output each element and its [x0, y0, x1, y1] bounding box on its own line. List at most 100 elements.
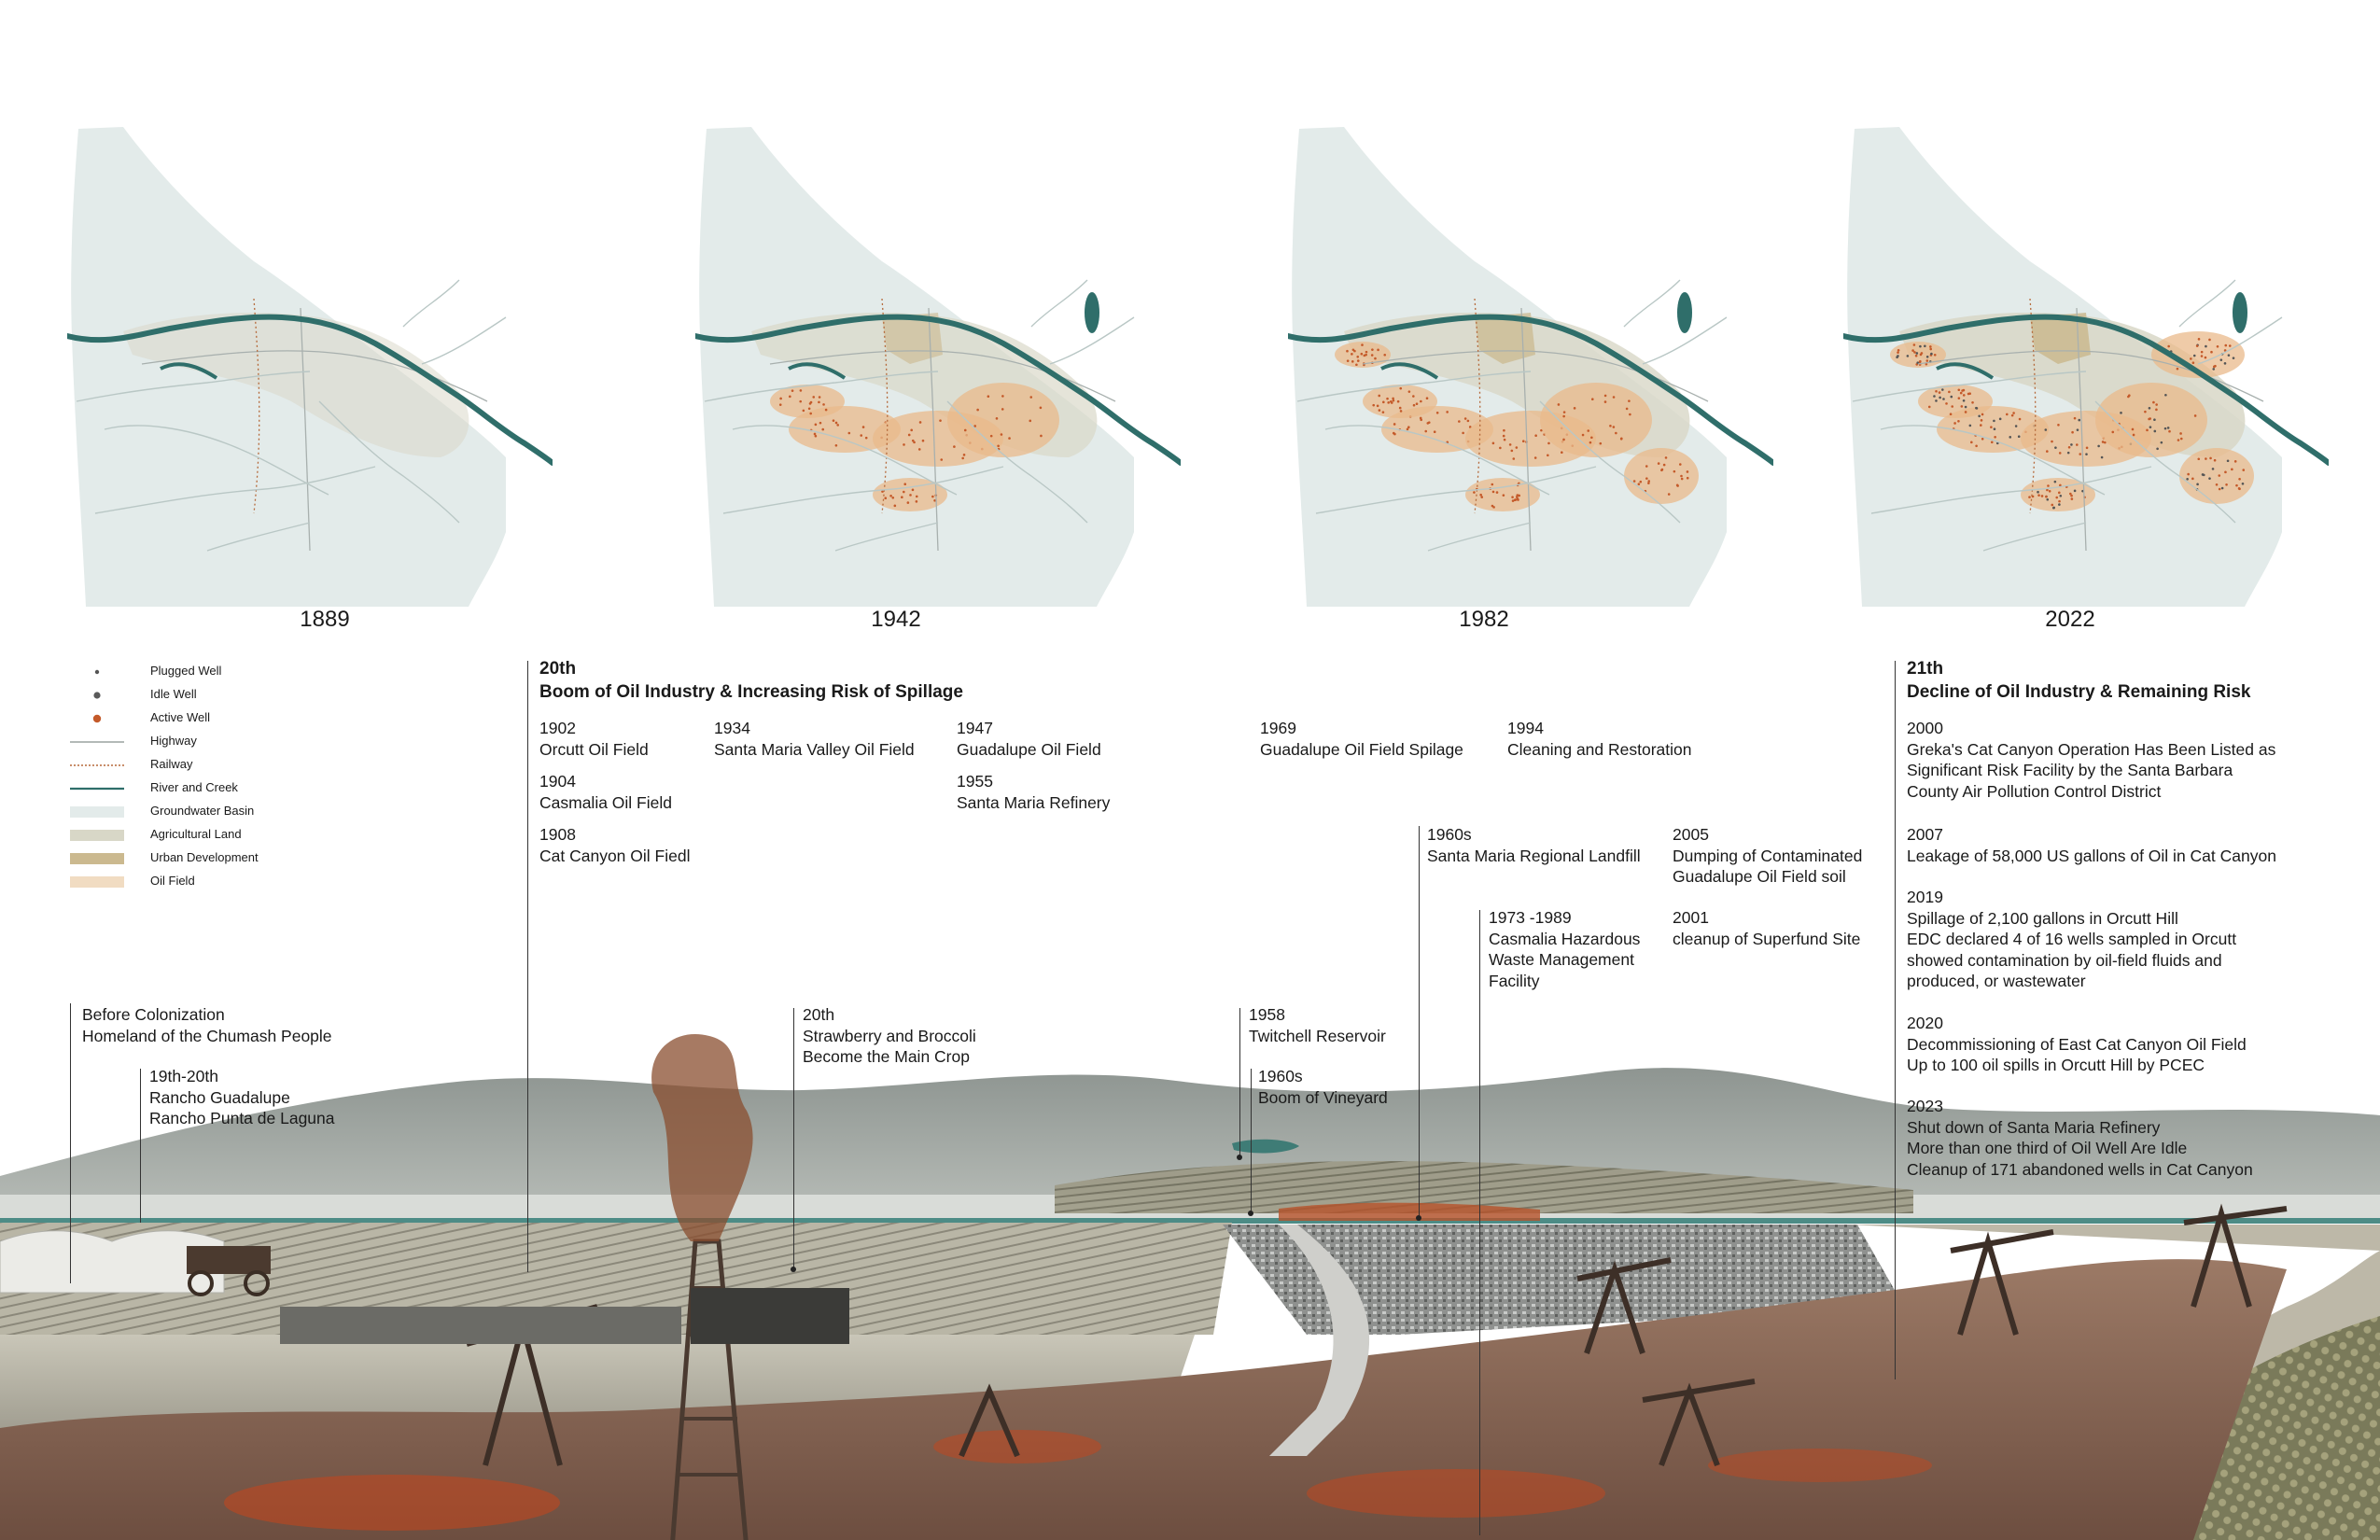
well-point — [2202, 473, 2205, 477]
well-point — [1962, 394, 1966, 397]
well-point — [860, 434, 863, 437]
well-point — [1508, 443, 1512, 446]
well-point — [2146, 428, 2149, 432]
well-point — [2220, 486, 2224, 490]
event-20th-crops: 20th Strawberry and Broccoli Become the … — [803, 1005, 976, 1066]
creek-line — [1936, 362, 1995, 380]
well-point — [1512, 457, 1516, 460]
legend-item-railway: Railway — [70, 754, 350, 777]
well-point — [1686, 476, 1689, 480]
well-point — [1953, 422, 1956, 425]
well-point — [901, 496, 903, 499]
creek-line — [318, 400, 460, 524]
well-point — [1939, 396, 1941, 399]
well-point — [1029, 396, 1033, 399]
well-point — [2186, 477, 2189, 481]
well-point — [2197, 457, 2201, 461]
well-point — [1001, 408, 1004, 411]
creek-line — [76, 371, 311, 402]
well-point — [2153, 418, 2156, 421]
well-point — [1925, 362, 1928, 366]
well-point — [1615, 431, 1617, 435]
well-point — [1502, 494, 1505, 497]
highway-line — [2076, 307, 2087, 552]
creek-line — [160, 362, 218, 380]
oil-field-area — [770, 385, 845, 418]
well-point — [2051, 440, 2053, 443]
well-point — [909, 494, 912, 497]
creek-line — [722, 466, 1004, 514]
urban-development-swatch-icon — [70, 853, 124, 864]
well-point — [1383, 353, 1387, 357]
river-line — [1288, 314, 1773, 466]
well-point — [911, 439, 915, 442]
well-point — [2166, 427, 2170, 429]
well-point — [1372, 403, 1376, 407]
event-1904: 1904 Casmalia Oil Field — [539, 772, 672, 812]
leader-line-colonization — [70, 1003, 71, 1283]
well-point — [2058, 499, 2061, 503]
well-point — [2211, 468, 2215, 470]
well-point — [1599, 441, 1603, 445]
creek-line — [1324, 425, 1550, 496]
well-point — [1603, 400, 1607, 403]
well-point — [1412, 403, 1416, 407]
well-point — [2215, 483, 2219, 486]
highway-line — [769, 350, 1116, 402]
well-point — [1458, 420, 1461, 423]
well-point — [2231, 468, 2233, 471]
well-point — [2046, 497, 2050, 501]
well-point — [1686, 470, 1689, 473]
well-point — [2054, 446, 2057, 449]
reservoir-area — [2233, 292, 2247, 333]
well-point — [1510, 449, 1514, 453]
leader-line-1960s-vineyard — [1251, 1069, 1252, 1213]
well-point — [1561, 451, 1563, 454]
well-point — [931, 495, 934, 498]
railway-line — [1474, 298, 1481, 514]
well-point — [1479, 493, 1482, 497]
well-point — [2213, 458, 2217, 462]
reservoir-area — [1085, 292, 1099, 333]
well-point — [1920, 352, 1924, 355]
well-point — [2233, 460, 2237, 463]
well-point — [1382, 400, 1385, 404]
well-point — [834, 421, 838, 425]
well-point — [1915, 352, 1919, 355]
well-point — [2155, 403, 2158, 406]
well-point — [2037, 490, 2039, 494]
creek-line — [1982, 522, 2087, 552]
well-point — [814, 434, 818, 438]
leader-line-rancho — [140, 1069, 141, 1223]
oil-field-area — [1890, 342, 1946, 368]
well-point — [1657, 462, 1660, 465]
legend-item-highway: Highway — [70, 731, 350, 754]
well-point — [1370, 354, 1374, 357]
well-point — [1511, 499, 1515, 502]
well-point — [1951, 405, 1954, 408]
era-21th-century: 21th — [1907, 659, 1944, 679]
well-point — [1945, 402, 1948, 405]
event-1969: 1969 Guadalupe Oil Field Spilage — [1260, 719, 1463, 759]
well-point — [2005, 413, 2009, 416]
well-point — [889, 494, 892, 497]
well-point — [1935, 399, 1938, 402]
well-point — [2070, 494, 2073, 497]
well-point — [2047, 484, 2050, 487]
well-point — [1361, 343, 1364, 346]
well-point — [2241, 482, 2245, 485]
well-point — [1625, 407, 1629, 411]
well-point — [1424, 429, 1428, 433]
creek-line — [1380, 362, 1439, 380]
well-point — [2200, 355, 2204, 357]
landscape-panorama — [0, 1034, 2380, 1540]
well-point — [814, 423, 818, 427]
marker-dot-crops — [791, 1267, 796, 1272]
well-point — [1351, 360, 1354, 363]
well-point — [1533, 456, 1537, 459]
legend-item-agricultural-land: Agricultural Land — [70, 824, 350, 847]
well-point — [812, 396, 816, 399]
well-point — [1427, 421, 1431, 424]
creek-line — [206, 522, 311, 552]
well-point — [1993, 427, 1996, 431]
